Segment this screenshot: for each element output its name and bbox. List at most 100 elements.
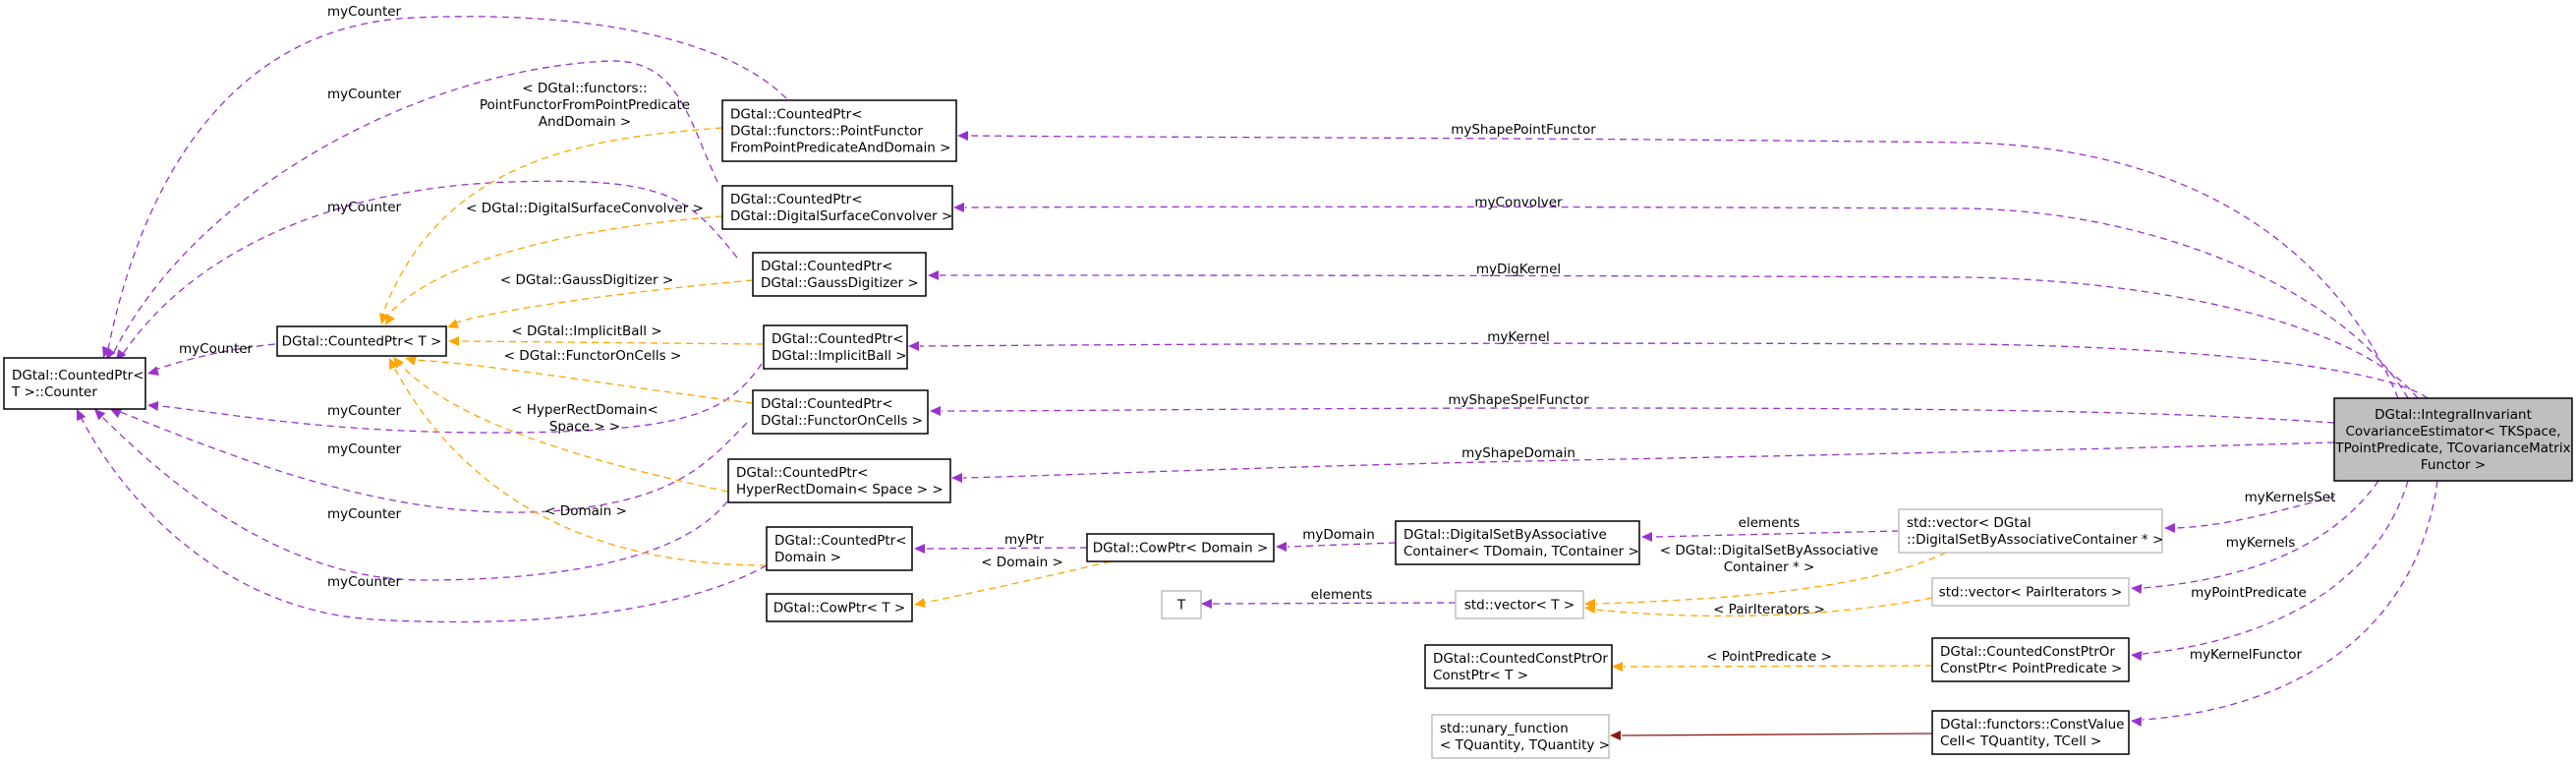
edge-main-kernel [908,341,2429,399]
node-cow-domain[interactable]: DGtal::CowPtr< Domain > [1086,533,1275,562]
node-cp-convolver[interactable]: DGtal::CountedPtr<DGtal::DigitalSurfaceC… [721,185,953,230]
node-label-line: TPointPredicate, TCovarianceMatrix [2334,440,2570,456]
edge-line [122,180,738,355]
node-counter[interactable]: DGtal::CountedPtr<T >::Counter [3,357,146,410]
edge-line [2175,496,2335,529]
node-cp-hrd[interactable]: DGtal::CountedPtr<HyperRectDomain< Space… [727,458,951,503]
node-label-line: DGtal::CountedPtr< [730,107,863,123]
node-cp-functor[interactable]: DGtal::CountedPtr<DGtal::functors::Point… [721,99,957,162]
edge-arrowhead [928,270,939,280]
edge-main-shapepoint [957,131,2399,399]
edge-arrowhead [914,598,926,609]
edge-line [78,412,768,623]
node-label-line: DGtal::CowPtr< Domain > [1093,541,1269,557]
node-main[interactable]: DGtal::IntegralInvariantCovarianceEstima… [2333,397,2573,482]
node-label-line: DGtal::functors::PointFunctor [730,124,923,140]
edge-line [412,359,754,404]
node-digset[interactable]: DGtal::DigitalSetByAssociativeContainer<… [1395,520,1640,565]
edge-ball-counter [147,363,763,434]
node-box [1161,590,1202,619]
node-cp-foc[interactable]: DGtal::CountedPtr<DGtal::FunctorOnCells … [752,389,929,435]
edge-main-kernels [2131,480,2379,594]
node-box [1431,714,1610,759]
node-label-line: T [1176,598,1186,614]
edge-constvalue-unary [1610,731,1933,740]
node-box [2333,397,2573,482]
edge-arrowhead [94,409,106,421]
edge-line [449,279,754,325]
node-cp-domain[interactable]: DGtal::CountedPtr<Domain > [766,526,913,571]
edge-line [387,215,723,316]
node-box [721,99,957,162]
node-t[interactable]: T [1161,590,1202,619]
node-label-line: DGtal::CountedConstPtrOr [1940,644,2115,660]
edge-line [964,205,2409,399]
node-label-line: DGtal::CountedPtr< [774,533,907,549]
edge-line [2142,480,2409,655]
edge-label-pair-tmpl: < PairIterators > [1713,602,1825,617]
edge-line [397,361,729,493]
node-label-line: DGtal::functors::ConstValue [1940,717,2124,733]
edge-arrowhead [953,203,964,212]
edge-arrowhead [2131,716,2143,727]
edge-main-kernelsset [2164,496,2335,533]
node-label-line: CovarianceEstimator< TKSpace, [2345,424,2560,440]
edge-arrowhead [110,409,123,419]
edge-line [1595,552,1947,605]
node-label-line: std::vector< PairIterators > [1939,585,2123,601]
edge-line [459,340,765,345]
edge-main-spel [930,406,2335,424]
edge-domain-tmpl [389,358,768,566]
edge-cow-tmpl [914,560,1112,609]
node-label-line: DGtal::ImplicitBall > [772,348,907,364]
edge-arrowhead [2131,583,2143,594]
node-vector-t[interactable]: std::vector< T > [1455,590,1584,619]
edge-label-myCounter: myCounter [327,200,402,215]
node-box [1395,520,1640,565]
edge-gauss-tmpl [447,279,754,328]
node-box [1424,644,1613,689]
node-box [766,593,913,622]
node-cp-ball[interactable]: DGtal::CountedPtr<DGtal::ImplicitBall > [763,324,908,370]
edge-ball-tmpl [448,336,765,346]
edge-label-myConvolver: myConvolver [1474,195,1563,210]
edge-arrowhead [385,313,395,325]
edge-arrowhead [930,406,941,416]
edge-foc-tmpl [405,356,754,404]
edge-arrowhead [1641,532,1652,542]
edge-arrowhead [447,319,460,328]
edge-ccp-tmpl [1612,662,1933,672]
node-vector-digset[interactable]: std::vector< DGtal::DigitalSetByAssociat… [1898,508,2163,554]
node-counted-ptr-t[interactable]: DGtal::CountedPtr< T > [276,325,447,357]
edge-arrowhead [147,400,159,411]
node-cow-t[interactable]: DGtal::CowPtr< T > [766,593,913,622]
edge-domain-counter [77,409,768,623]
edge-line [97,412,728,581]
node-label-line: DGtal::CountedPtr< [761,396,893,412]
node-label-line: T >::Counter [11,384,97,400]
edge-arrowhead [1276,542,1287,552]
node-label-line: DGtal::CountedPtr< [12,368,144,383]
edge-line [919,342,2429,399]
node-vector-pair[interactable]: std::vector< PairIterators > [1931,577,2130,607]
node-label-line: FromPointPredicateAndDomain > [730,141,950,156]
edge-functor-tmpl [379,127,723,324]
node-label-line: DGtal::CowPtr< T > [773,601,905,616]
node-label-line: std::vector< DGtal [1907,515,2032,531]
edge-convolver-counter [106,60,718,360]
edge-label-myShapeSpelFunctor: myShapeSpelFunctor [1448,392,1589,408]
edge-arrowhead [1584,603,1596,614]
node-cp-gauss[interactable]: DGtal::CountedPtr<DGtal::GaussDigitizer … [752,252,927,297]
edge-line [117,410,748,513]
edge-label-myCounter: myCounter [327,4,402,20]
edge-line [968,135,2399,399]
edge-label-myPointPredicate: myPointPredicate [2191,585,2307,601]
edge-label-myCounter: myCounter [327,574,402,590]
edge-arrowhead [951,473,962,483]
edge-label-gauss-tmpl: < DGtal::GaussDigitizer > [500,272,673,288]
node-unary[interactable]: std::unary_function< TQuantity, TQuantit… [1431,714,1610,759]
edge-foc-counter [110,409,748,513]
